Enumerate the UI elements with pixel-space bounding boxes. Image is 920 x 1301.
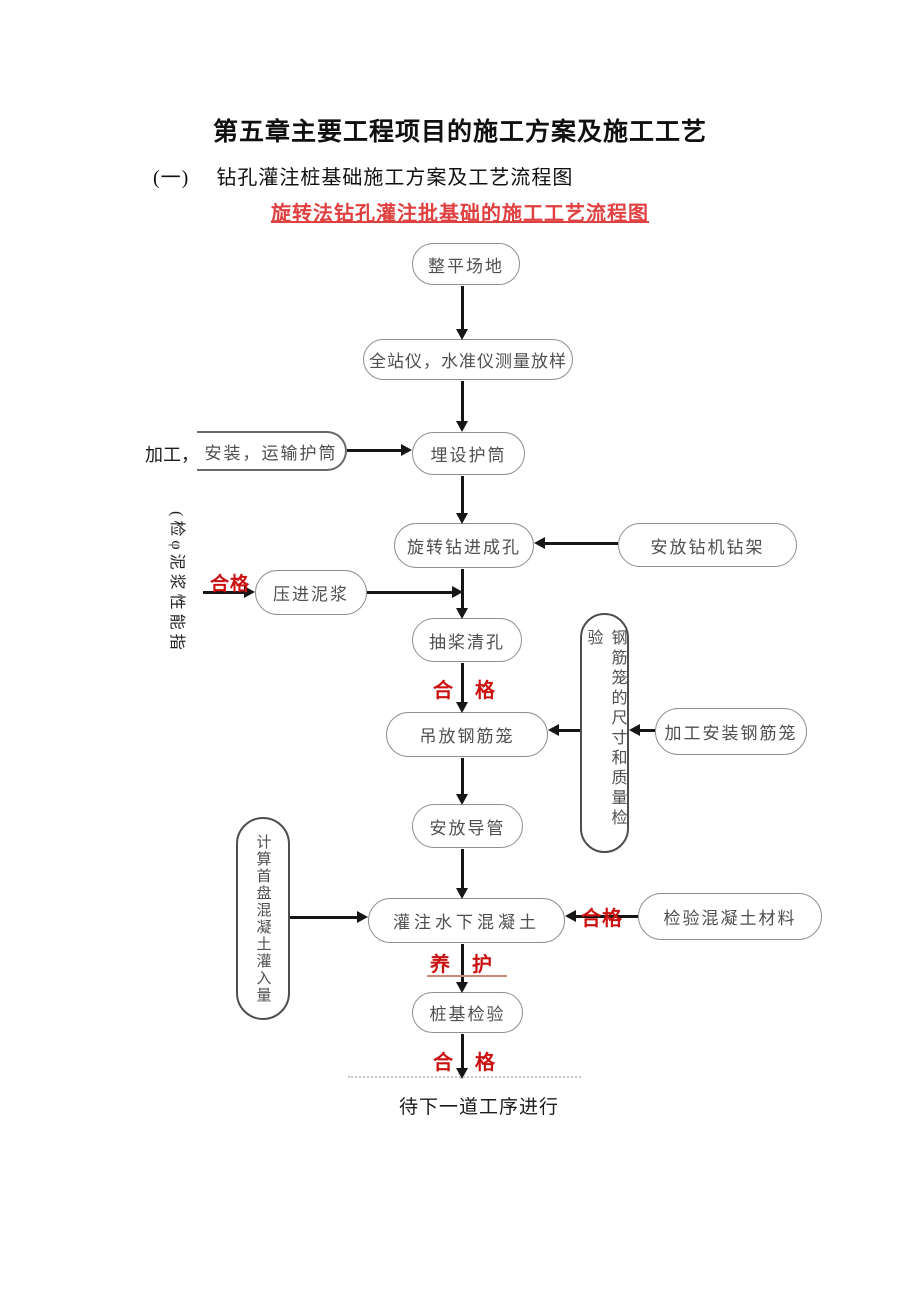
arrow-transport-to-bury-head	[401, 444, 412, 456]
node-level-site: 整平场地	[412, 243, 520, 285]
chapter-title: 第五章主要工程项目的施工方案及施工工艺	[212, 119, 707, 146]
label-curing: 养 护	[430, 954, 493, 976]
node-place-drill-rig: 安放钻机钻架	[618, 523, 797, 567]
arrow-transport-to-bury-line	[347, 449, 402, 452]
arrow-bury-to-drill-head	[456, 513, 468, 524]
node-pour-underwater-concrete: 灌注水下混凝土	[368, 898, 565, 943]
label-process-prefix: 加工，	[145, 445, 199, 465]
node-survey: 全站仪，水准仪测量放样	[363, 339, 573, 380]
label-mud-note: (检φ泥浆性能指	[168, 511, 185, 654]
arrow-clean-to-hoist-head	[456, 702, 468, 713]
arrow-survey-to-casing-head	[456, 421, 468, 432]
node-install-transport-casing: 安装，运输护筒	[197, 431, 347, 471]
arrow-check-to-hoist-line	[559, 729, 580, 732]
node-rotary-drilling: 旋转钻进成孔	[394, 523, 534, 568]
node-inspect-concrete-materials: 检验混凝土材料	[638, 893, 822, 940]
node-hoist-steel-cage: 吊放钢筋笼	[386, 712, 548, 757]
section-heading: (一) 钻孔灌注桩基础施工方案及工艺流程图	[153, 161, 573, 190]
arrow-hoist-to-conduit-head	[456, 794, 468, 805]
arrow-conduit-to-pour-head	[456, 888, 468, 899]
arrow-fab-to-check-line	[640, 729, 655, 732]
node-bury-casing: 埋设护筒	[412, 432, 525, 475]
arrow-mud-to-spine-head	[452, 586, 463, 598]
arrow-fab-to-check-head	[629, 724, 640, 736]
curing-underline	[427, 975, 507, 977]
label-next-step: 待下一道工序进行	[399, 1097, 560, 1118]
arrow-hoist-to-conduit-line	[461, 758, 464, 795]
arrow-pile-to-next-line	[461, 1034, 464, 1069]
diagram-title: 旋转法钻孔灌注批基础的施工工艺流程图	[271, 203, 649, 225]
node-place-conduit: 安放导管	[412, 804, 523, 848]
label-qualified-mud: 合格	[210, 574, 251, 595]
arrow-calc-to-pour-line	[290, 916, 358, 919]
label-qualified-concrete: 合格	[581, 908, 623, 930]
label-qualified-pile: 合 格	[433, 1052, 496, 1074]
arrow-note-to-mud-line	[203, 591, 245, 594]
node-cage-quality-check: 钢筋笼的尺寸和质量检验	[580, 613, 629, 853]
node-pump-clean-hole: 抽桨清孔	[412, 618, 522, 662]
arrow-bury-to-drill-line	[461, 476, 464, 514]
node-pile-inspection: 桩基检验	[412, 992, 523, 1033]
arrow-calc-to-pour-head	[357, 911, 368, 923]
arrow-note-to-mud-head	[244, 586, 255, 598]
node-calc-first-batch: 计算首盘混凝土灌入量	[236, 817, 290, 1020]
separator-dotted-line	[348, 1076, 581, 1078]
label-qualified-clean: 合 格	[433, 680, 496, 702]
arrow-clean-to-hoist-line	[461, 663, 464, 703]
arrow-pour-to-pile-line	[461, 944, 464, 983]
arrow-check-to-hoist-head	[548, 724, 559, 736]
arrow-rig-to-drill-line	[545, 542, 618, 545]
arrow-pile-to-next-head	[456, 1068, 468, 1079]
node-fabricate-install-cage: 加工安装钢筋笼	[655, 708, 807, 755]
arrow-drill-to-clean-head	[456, 608, 468, 619]
node-press-mud: 压进泥浆	[255, 570, 367, 615]
arrow-level-to-survey-head	[456, 329, 468, 340]
section-title: 钻孔灌注桩基础施工方案及工艺流程图	[216, 167, 574, 189]
arrow-mud-to-spine-line	[367, 591, 453, 594]
arrow-conduit-to-pour-line	[461, 849, 464, 889]
section-marker: (一)	[153, 167, 190, 189]
arrow-level-to-survey-line	[461, 286, 464, 330]
arrow-inspect-to-pour-line	[576, 915, 638, 918]
arrow-pour-to-pile-head	[456, 982, 468, 993]
arrow-survey-to-casing-line	[461, 381, 464, 422]
arrow-rig-to-drill-head	[534, 537, 545, 549]
arrow-inspect-to-pour-head	[565, 910, 576, 922]
